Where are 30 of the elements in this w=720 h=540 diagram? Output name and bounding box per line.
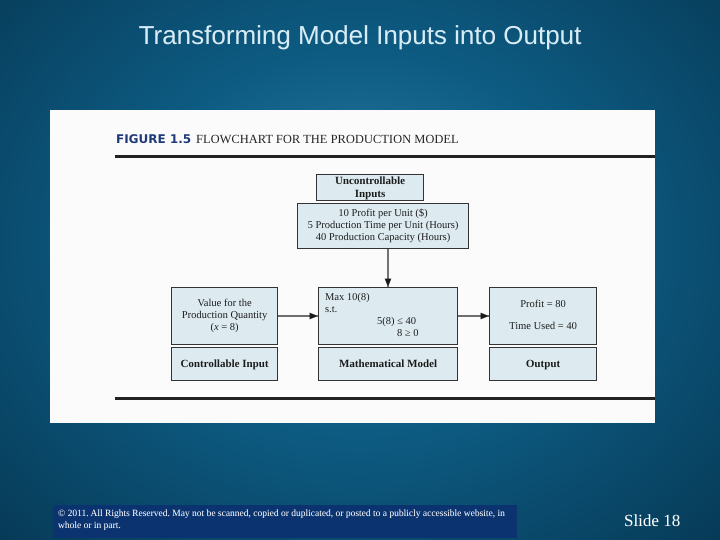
figure-number: FIGURE 1.5: [116, 132, 192, 146]
node-text: 40 Production Capacity (Hours): [316, 232, 450, 244]
node-text: 5 Production Time per Unit (Hours): [308, 220, 458, 232]
arrow: [458, 312, 489, 320]
node-text: s.t.: [325, 304, 338, 316]
node-text: Uncontrollable Inputs: [334, 174, 406, 200]
slide-number: Slide 18: [624, 511, 680, 531]
slide-title: Transforming Model Inputs into Output: [138, 20, 582, 51]
node-text: Max 10(8): [325, 292, 370, 304]
label-box: [489, 347, 597, 381]
node-text: Output: [526, 358, 560, 370]
node-text: Profit = 80: [520, 298, 566, 311]
node-text: 8 ≥ 0: [396, 328, 419, 340]
node-text: Controllable Input: [180, 358, 269, 370]
figure-caption: FLOWCHART FOR THE PRODUCTION MODEL: [196, 132, 459, 147]
process-box: [171, 287, 278, 345]
node-text: Value for the Production Quantity (x = 8): [180, 298, 268, 334]
copyright-notice: © 2011. All Rights Reserved. May not be scanned, copied or duplicated, or posted to a publicly accessible website, in whole or in part.: [53, 505, 517, 538]
label-box: [171, 347, 278, 381]
model-box: [318, 287, 458, 345]
arrow: [278, 312, 318, 320]
node-text: Mathematical Model: [338, 358, 438, 370]
label-box: [318, 347, 458, 381]
process-box: [297, 203, 469, 249]
process-box: [489, 287, 597, 345]
label-box: [316, 174, 424, 201]
node-text: 5(8) ≤ 40: [376, 316, 416, 328]
node-text: 10 Profit per Unit ($): [338, 208, 428, 220]
arrow: [384, 249, 392, 287]
node-text: Time Used = 40: [509, 321, 577, 334]
